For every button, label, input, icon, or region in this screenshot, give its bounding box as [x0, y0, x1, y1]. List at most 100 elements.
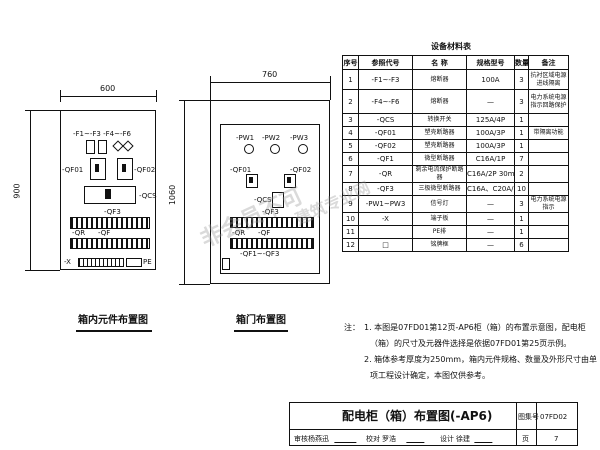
- fuse-block-2: [98, 140, 107, 154]
- inner-qcs-switch: [84, 186, 136, 204]
- door-pw2-label: -PW2: [262, 134, 281, 142]
- inner-qcs-label: -QCS: [139, 192, 157, 200]
- table-cell: [528, 238, 569, 252]
- inner-height-dim-line: [30, 110, 31, 270]
- door-pw3-label: -PW3: [290, 134, 309, 142]
- inner-qf-label: -QF: [98, 229, 111, 237]
- door-qf02-window: [284, 174, 296, 188]
- fuse-block-1: [86, 140, 95, 154]
- notes-line-3: 2. 箱体参考厚度为250mm，箱内元件规格、数量及外形尺寸由单: [364, 355, 598, 364]
- table-cell: [528, 113, 569, 127]
- drawing-title: 配电柜（箱）布置图(-AP6): [342, 409, 493, 423]
- door-qf02-label: -QF02: [290, 166, 312, 174]
- table-cell: 100A/3P: [466, 139, 515, 153]
- table-cell: 铭牌框: [412, 238, 467, 252]
- door-height-dim-text: 1060: [168, 184, 178, 206]
- door-width-dim-tick-right: [330, 76, 331, 100]
- table-cell: 1: [514, 225, 529, 239]
- inner-qf01-breaker: [90, 158, 106, 180]
- table-cell: 12: [342, 238, 359, 252]
- table-cell: 10: [514, 182, 529, 196]
- inner-terminal-block: [78, 258, 124, 267]
- table-cell: -QR: [358, 165, 413, 183]
- door-caption: 箱门布置图: [236, 315, 286, 326]
- lamp-pw1-icon: [244, 144, 254, 154]
- inner-qf02-handle: [122, 164, 126, 172]
- table-cell: —: [466, 195, 515, 213]
- inner-qf02-label: -QF02: [134, 166, 156, 174]
- lamp-pw3-icon: [298, 144, 308, 154]
- table-row: 12□铭牌框—6: [342, 238, 569, 252]
- table-title: 设备材料表: [431, 42, 471, 51]
- table-cell: [528, 225, 569, 239]
- page-label: 页: [522, 435, 529, 443]
- table-cell: 塑壳断路器: [412, 139, 467, 153]
- table-cell: 5: [342, 139, 359, 153]
- table-cell: -QF01: [358, 126, 413, 140]
- table-header-row: 序号参照代号名 称规格型号数量备注: [342, 55, 569, 70]
- check-label: 校对: [366, 435, 380, 443]
- inner-qr-label: -QR: [72, 229, 86, 237]
- table-cell: -QF1: [358, 152, 413, 166]
- inner-width-dim-tick-left: [60, 90, 61, 102]
- inner-caption: 箱内元件布置图: [78, 315, 148, 326]
- table-cell: 带隔离功能: [528, 126, 569, 140]
- notes-line-2: （箱）的尺寸及元器件选择是依据07FD01第25页示例。: [370, 339, 572, 348]
- table-cell: [358, 225, 413, 239]
- table-cell: 1: [342, 69, 359, 90]
- inner-width-dim-text: 600: [100, 84, 116, 93]
- table-header-cell: 数量: [514, 55, 529, 70]
- table-cell: 剩余电流保护断路器: [412, 165, 467, 183]
- design-signature: [474, 433, 496, 443]
- table-header-cell: 参照代号: [358, 55, 413, 70]
- door-qf01-window: [246, 174, 258, 188]
- table-cell: 转换开关: [412, 113, 467, 127]
- table-cell: 2: [342, 89, 359, 114]
- table-cell: —: [466, 225, 515, 239]
- inner-enclosure: [60, 110, 156, 270]
- table-header-cell: 序号: [342, 55, 359, 70]
- page-number: 7: [554, 435, 559, 443]
- table-cell: 1: [514, 126, 529, 140]
- table-cell: 微型断路器: [412, 152, 467, 166]
- inner-pe-bar: [126, 258, 142, 267]
- table-cell: C16A/1P: [466, 152, 515, 166]
- table-cell: -X: [358, 212, 413, 226]
- table-cell: 11: [342, 225, 359, 239]
- notes-line-4: 项工程设计确定，本图仅供参考。: [370, 371, 490, 380]
- table-cell: 端子板: [412, 212, 467, 226]
- table-cell: 10: [342, 212, 359, 226]
- table-cell: 3: [342, 113, 359, 127]
- table-cell: [528, 212, 569, 226]
- table-cell: -F1~-F3: [358, 69, 413, 90]
- title-block-vdiv-main: [516, 403, 517, 445]
- door-height-dim-line: [184, 100, 185, 284]
- door-qcs-label: -QCS: [254, 196, 272, 204]
- door-height-dim-tick-bottom: [179, 284, 210, 285]
- door-width-dim-line: [210, 82, 330, 83]
- table-cell: 100A/3P: [466, 126, 515, 140]
- door-qcs-window: [272, 192, 284, 208]
- table-cell: 100A: [466, 69, 515, 90]
- table-header-cell: 规格型号: [466, 55, 515, 70]
- table-cell: —: [466, 238, 515, 252]
- inner-x-label: -X: [64, 258, 71, 266]
- door-qr-rail: [230, 238, 314, 249]
- inner-width-dim-line: [60, 96, 156, 97]
- door-pw1-label: -PW1: [236, 134, 255, 142]
- door-enclosure: [210, 100, 330, 284]
- inner-qf01-label: -QF01: [62, 166, 84, 174]
- table-cell: 4: [342, 126, 359, 140]
- title-block-row-divider: [290, 429, 577, 430]
- inner-height-dim-text: 900: [12, 183, 22, 199]
- table-cell: -F4~-F6: [358, 89, 413, 114]
- door-height-dim-tick-top: [179, 100, 210, 101]
- review-name: 杨燕迅: [308, 435, 329, 443]
- door-qf3-rail: [230, 217, 314, 228]
- table-cell: 1: [514, 212, 529, 226]
